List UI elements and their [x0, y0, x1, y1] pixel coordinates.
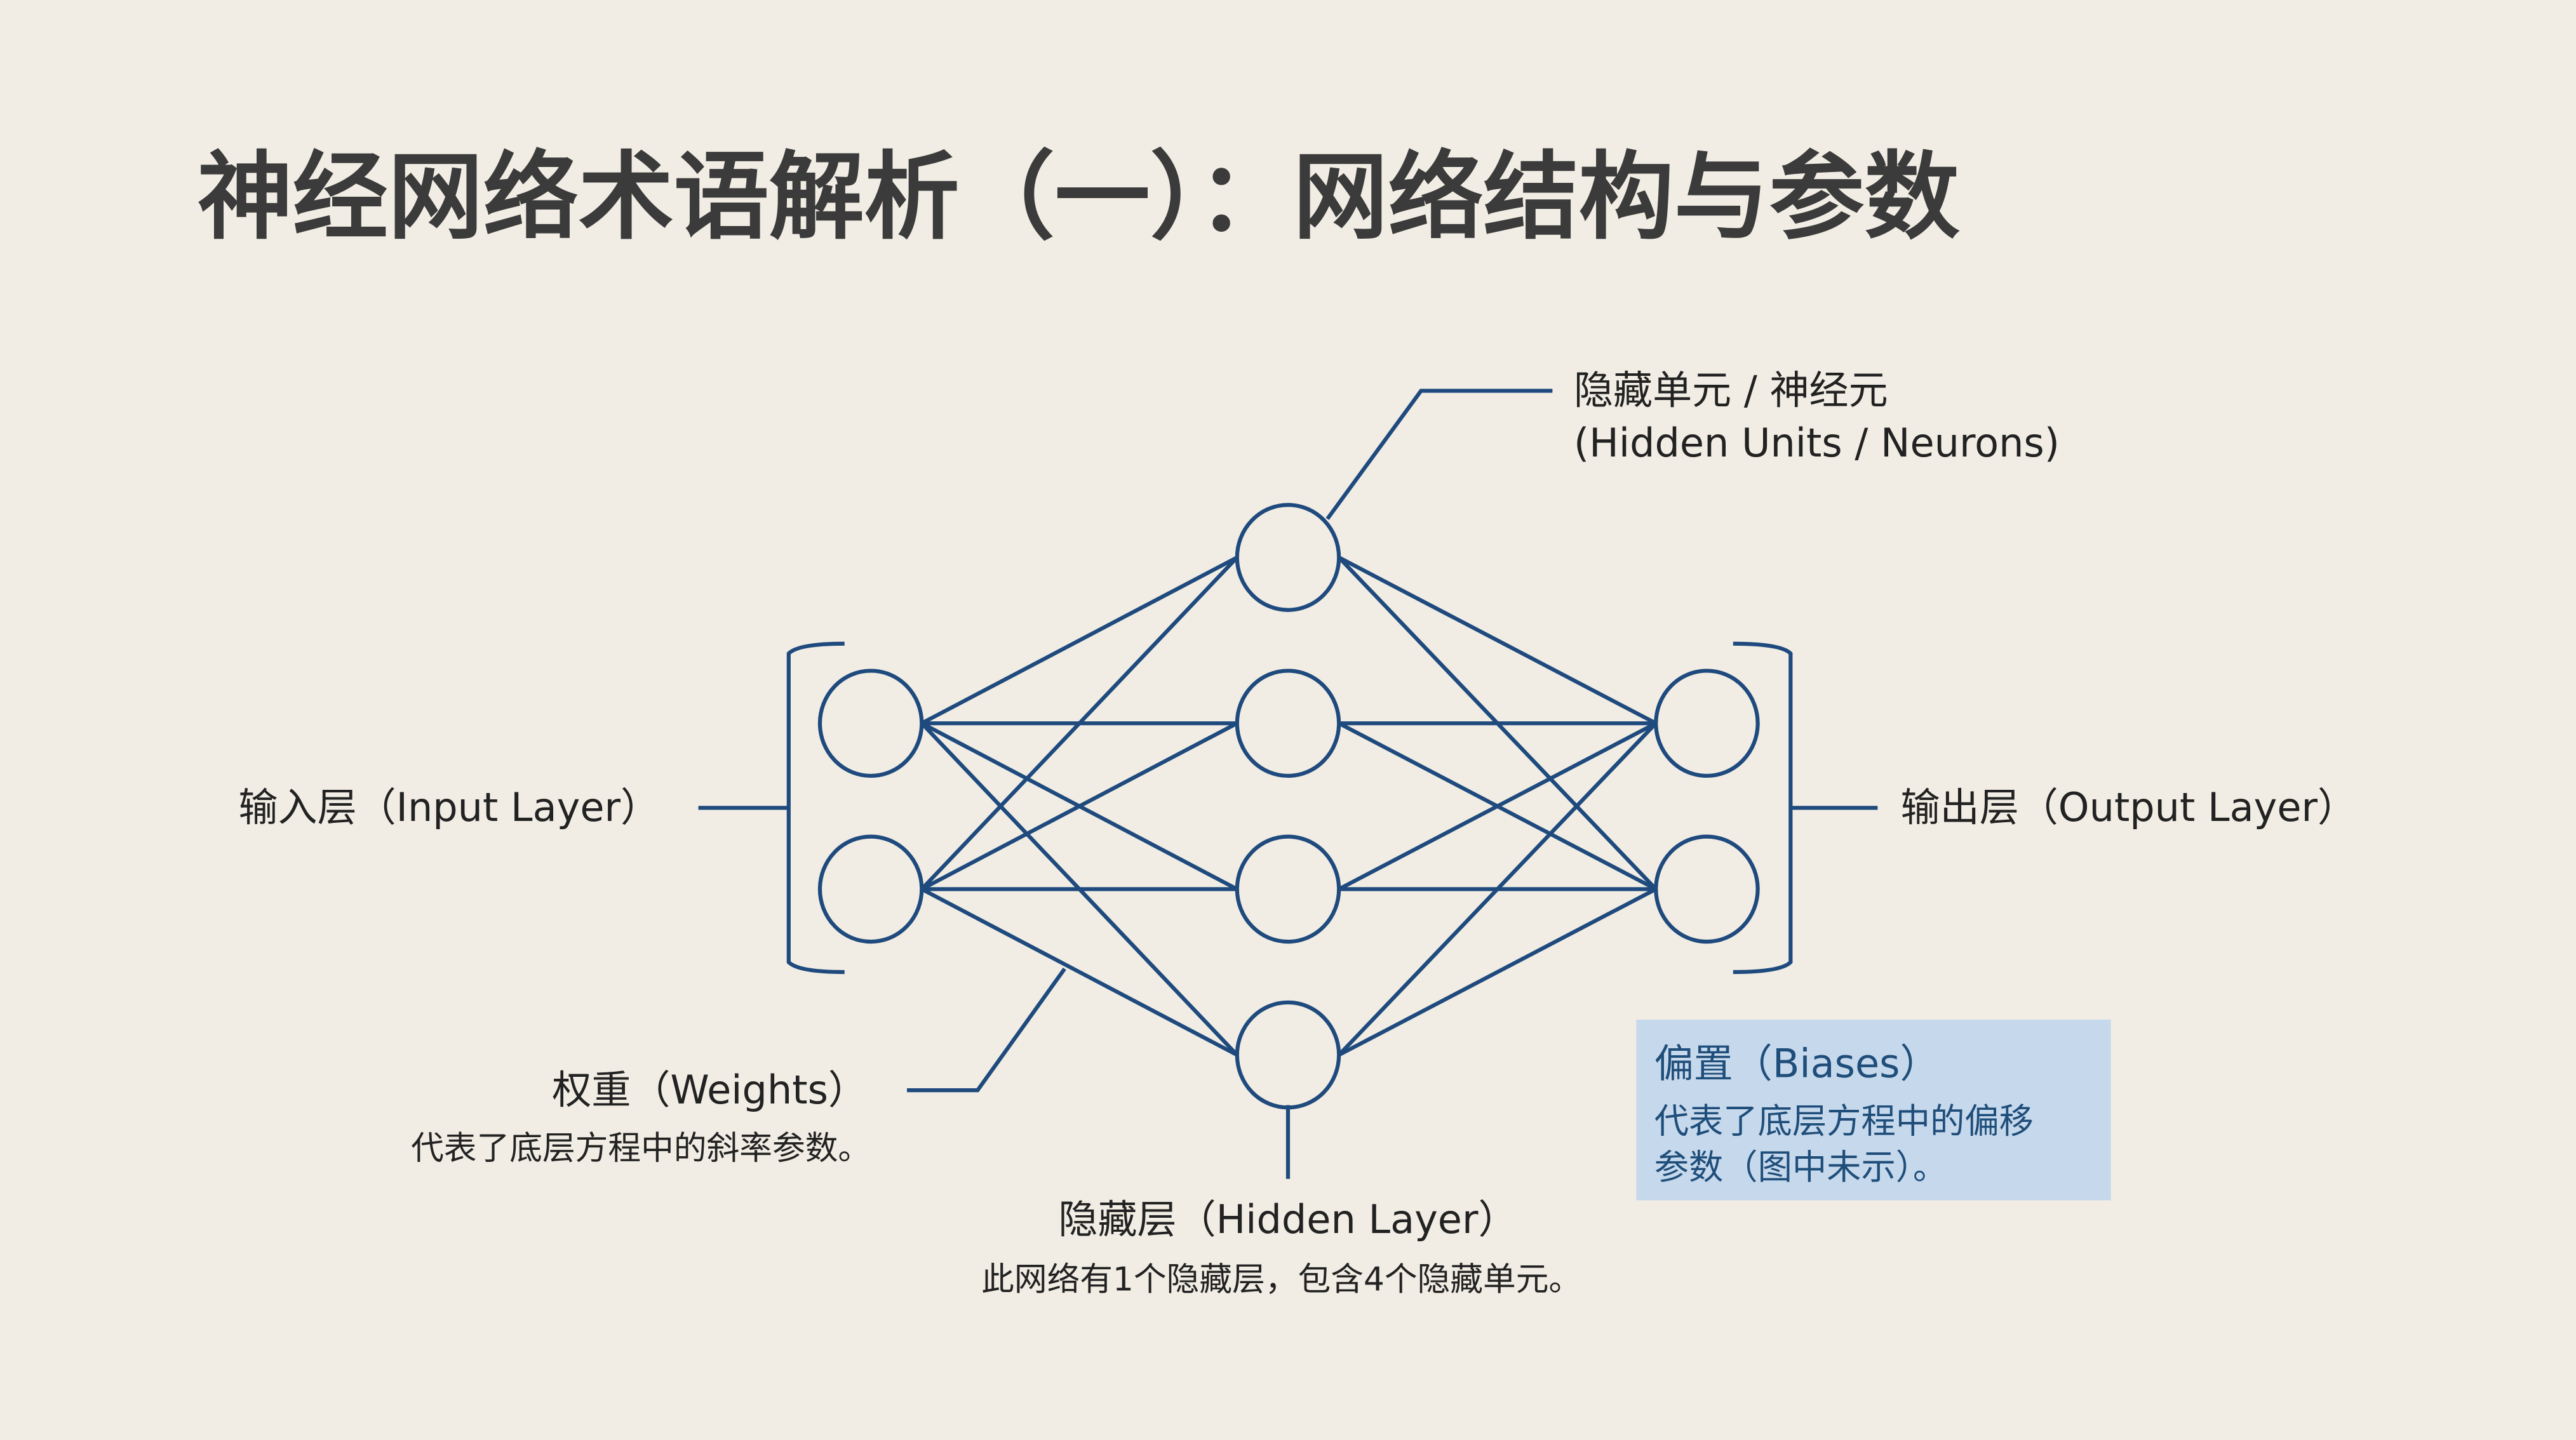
input-layer-label: 输入层（Input Layer）: [238, 784, 660, 830]
biases-description-line1: 代表了底层方程中的偏移: [1654, 1101, 2034, 1141]
hidden-units-leader: [1325, 389, 1553, 521]
input-node-2: [817, 834, 924, 944]
weight-edge-hidden3-output1: [1338, 721, 1657, 891]
hidden-node-2: [1235, 669, 1341, 778]
weight-edge-hidden4-output1: [1337, 722, 1658, 1057]
weights-leader: [907, 967, 1066, 1093]
weight-edge-hidden1-output1: [1338, 556, 1657, 725]
output-layer-label: 输出层（Output Layer）: [1901, 784, 2357, 830]
biases-description-line2: 参数（图中未示）。: [1654, 1147, 1948, 1187]
weights-label: 权重（Weights）: [552, 1067, 868, 1113]
weight-edge-input1-hidden1: [920, 556, 1238, 725]
hidden-node-1: [1235, 503, 1341, 612]
output-node-1: [1654, 669, 1760, 778]
hidden-layer-description: 此网络有1个隐藏层，包含4个隐藏单元。: [981, 1261, 1581, 1299]
hidden-layer-label: 隐藏层（Hidden Layer）: [1058, 1196, 1517, 1243]
input-node-1: [817, 669, 924, 778]
biases-title: 偏置（Biases）: [1654, 1040, 1940, 1086]
hidden-node-3: [1235, 834, 1341, 944]
output-node-2: [1654, 834, 1760, 944]
weights-description: 代表了底层方程中的斜率参数。: [411, 1130, 871, 1168]
weight-edge-input2-hidden4: [920, 887, 1238, 1057]
hidden-units-label: 隐藏单元 / 神经元: [1574, 367, 1888, 413]
hidden-units-label-en: (Hidden Units / Neurons): [1574, 420, 2060, 466]
network-nodes: [817, 503, 1760, 1110]
biases-box: 偏置（Biases） 代表了底层方程中的偏移 参数（图中未示）。: [1636, 1019, 2111, 1201]
weight-edge-input2-hidden2: [920, 721, 1238, 891]
weight-edge-hidden4-output2: [1338, 887, 1657, 1057]
weights-edges: [920, 556, 1658, 1057]
weight-edge-input2-hidden1: [920, 556, 1239, 891]
slide-title: 神经网络术语解析（一）：网络结构与参数: [198, 142, 1960, 253]
